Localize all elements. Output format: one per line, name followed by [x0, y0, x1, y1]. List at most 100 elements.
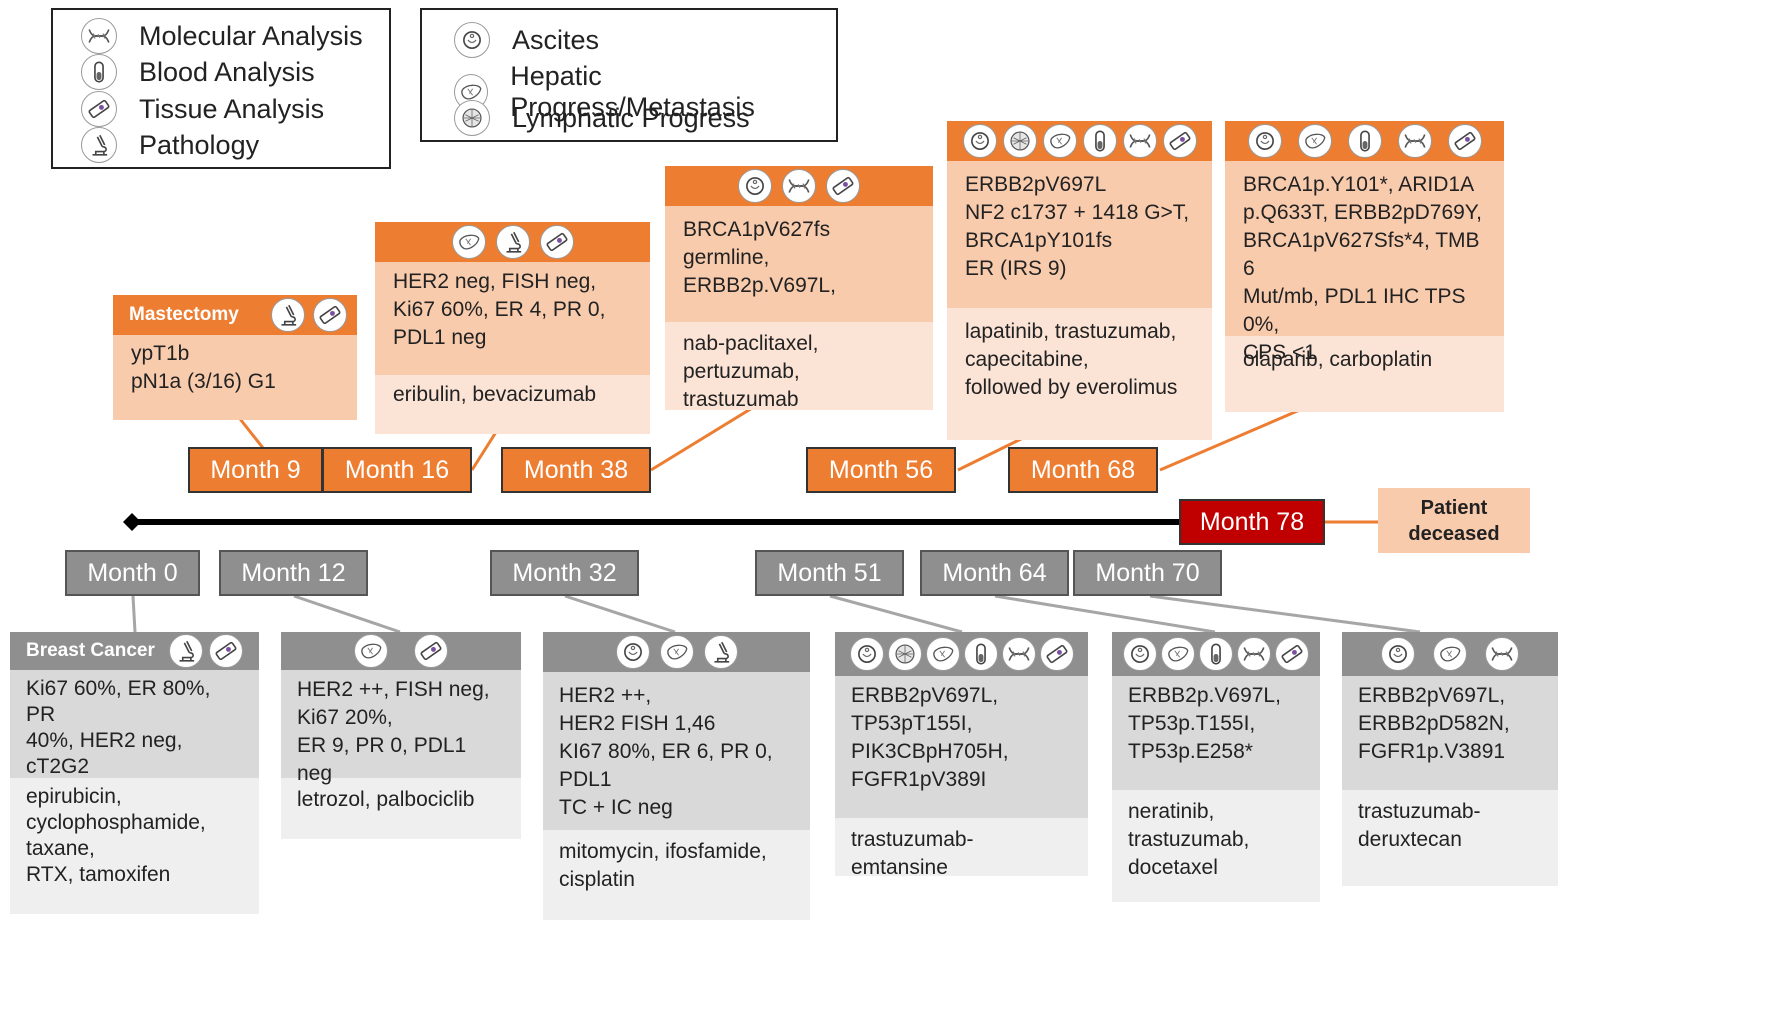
month-9[interactable]: Month 9	[188, 447, 323, 493]
liver-icon	[451, 225, 486, 259]
card-header	[1225, 121, 1504, 161]
legend-label: Lymphatic Progress	[512, 102, 750, 133]
month-70[interactable]: Month 70	[1073, 550, 1222, 596]
deceased-line1: Patient	[1420, 496, 1488, 519]
card-month-56: ERBB2pV697L NF2 c1737 + 1418 G>T, BRCA1p…	[947, 121, 1212, 440]
card-therapy: nab-paclitaxel, pertuzumab, trastuzumab	[665, 322, 933, 411]
card-month-32: HER2 ++, HER2 FISH 1,46 KI67 80%, ER 6, …	[543, 632, 810, 920]
card-header	[281, 632, 521, 670]
finding-line: ERBB2pV697L,	[851, 684, 999, 707]
card-month-64: ERBB2p.V697L, TP53p.T155I, TP53p.E258* n…	[1112, 632, 1320, 902]
patient-deceased-note: Patient deceased	[1378, 488, 1530, 553]
month-12[interactable]: Month 12	[219, 550, 368, 596]
liver-icon	[659, 635, 694, 669]
card-findings: BRCA1p.Y101*, ARID1A p.Q633T, ERBB2pD769…	[1225, 161, 1504, 364]
legend-item: Lymphatic Progress	[454, 100, 750, 136]
dna-icon	[1397, 124, 1432, 158]
connector-m0	[131, 595, 137, 633]
tissue-slide-icon	[539, 225, 574, 259]
finding-line: Ki67 20%,	[297, 706, 393, 729]
finding-line: BRCA1pY101fs	[965, 229, 1113, 252]
legend-item: Ascites	[454, 22, 599, 58]
card-month-16: HER2 neg, FISH neg, Ki67 60%, ER 4, PR 0…	[375, 222, 650, 434]
legend-label: Molecular Analysis	[139, 20, 363, 51]
card-findings: HER2 neg, FISH neg, Ki67 60%, ER 4, PR 0…	[375, 262, 650, 375]
month-32[interactable]: Month 32	[490, 550, 639, 596]
liver-icon	[1042, 124, 1077, 158]
card-therapy: trastuzumab-emtansine	[835, 818, 1088, 879]
tissue-slide-icon	[209, 634, 243, 668]
finding-line: FGFR1p.V3891	[1358, 740, 1506, 763]
finding-line: TP53p.E258*	[1128, 740, 1253, 763]
liver-icon	[1161, 637, 1195, 671]
finding-line: NF2 c1737 + 1418 G>T,	[965, 201, 1190, 224]
dna-icon	[1237, 637, 1271, 671]
ascites-icon	[1247, 124, 1282, 158]
finding-line: ERBB2p.V697L,	[683, 274, 836, 297]
finding-line: TC + IC neg	[559, 796, 673, 819]
card-therapy: mitomycin, ifosfamide, cisplatin	[543, 830, 810, 920]
therapy-line: pertuzumab, trastuzumab	[683, 360, 800, 411]
ascites-icon	[738, 169, 772, 203]
month-78[interactable]: Month 78	[1179, 499, 1325, 545]
legend-label: Pathology	[139, 129, 260, 160]
card-month-38: BRCA1pV627fs germline, ERBB2p.V697L, nab…	[665, 166, 933, 411]
finding-line: HER2 FISH 1,46	[559, 712, 716, 735]
card-month-0: Breast Cancer Ki67 60%, ER 80%, PR 40%, …	[10, 632, 259, 914]
ascites-icon	[615, 635, 650, 669]
tissue-slide-icon	[1447, 124, 1482, 158]
card-header	[1342, 632, 1558, 676]
month-0[interactable]: Month 0	[65, 550, 200, 596]
card-therapy: trastuzumab- deruxtecan	[1342, 790, 1558, 886]
microscope-icon	[169, 634, 203, 668]
microscope-icon	[81, 127, 117, 163]
card-therapy: epirubicin, cyclophosphamide, taxane, RT…	[10, 778, 259, 914]
liver-icon	[354, 634, 388, 668]
card-header: Breast Cancer	[10, 632, 259, 670]
tissue-slide-icon	[414, 634, 448, 668]
card-findings: HER2 ++, FISH neg, Ki67 20%, ER 9, PR 0,…	[281, 670, 521, 785]
finding-line: TP53p.T155I,	[1128, 712, 1256, 735]
legend-progress: Ascites Hepatic Progress/Metastasis Lymp…	[420, 8, 838, 142]
month-64[interactable]: Month 64	[920, 550, 1069, 596]
month-16[interactable]: Month 16	[322, 447, 472, 493]
therapy-line: mitomycin, ifosfamide,	[559, 840, 767, 863]
month-56[interactable]: Month 56	[806, 447, 956, 493]
finding-line: Ki67 60%, ER 80%, PR	[26, 677, 211, 726]
lymph-icon	[887, 637, 922, 671]
finding-line: FGFR1pV389I	[851, 768, 987, 791]
ascites-icon	[849, 637, 884, 671]
finding-line: ERBB2pD582N,	[1358, 712, 1510, 735]
ascites-icon	[962, 124, 997, 158]
legend-analysis: Molecular Analysis Blood Analysis Tissue…	[51, 8, 391, 169]
card-findings: ERBB2pV697L NF2 c1737 + 1418 G>T, BRCA1p…	[947, 161, 1212, 308]
lymph-icon	[1002, 124, 1037, 158]
tissue-slide-icon	[81, 91, 117, 127]
tissue-slide-icon	[1039, 637, 1074, 671]
tissue-slide-icon	[313, 298, 347, 332]
therapy-line: letrozol, palbociclib	[297, 788, 475, 811]
therapy-line: capecitabine,	[965, 348, 1089, 371]
finding-line: 40%, HER2 neg,	[26, 729, 183, 752]
legend-item: Molecular Analysis	[81, 18, 363, 54]
card-therapy: eribulin, bevacizumab	[375, 375, 650, 434]
microscope-icon	[495, 225, 530, 259]
connector-m70	[1149, 594, 1421, 634]
month-51[interactable]: Month 51	[755, 550, 904, 596]
therapy-line: olaparib, carboplatin	[1243, 348, 1433, 371]
therapy-line: trastuzumab-emtansine	[851, 828, 974, 879]
therapy-line: docetaxel	[1128, 856, 1218, 879]
therapy-line: neratinib,	[1128, 800, 1215, 823]
card-header	[1112, 632, 1320, 676]
blood-tube-icon	[963, 637, 998, 671]
therapy-line: cisplatin	[559, 868, 635, 891]
card-month-12: HER2 ++, FISH neg, Ki67 20%, ER 9, PR 0,…	[281, 632, 521, 839]
month-68[interactable]: Month 68	[1008, 447, 1158, 493]
finding-line: TP53pT155I,	[851, 712, 973, 735]
blood-tube-icon	[1199, 637, 1233, 671]
month-38[interactable]: Month 38	[501, 447, 651, 493]
therapy-line: taxane,	[26, 837, 95, 860]
tissue-slide-icon	[826, 169, 860, 203]
finding-line: pN1a (3/16) G1	[131, 370, 276, 393]
ascites-icon	[1123, 637, 1157, 671]
